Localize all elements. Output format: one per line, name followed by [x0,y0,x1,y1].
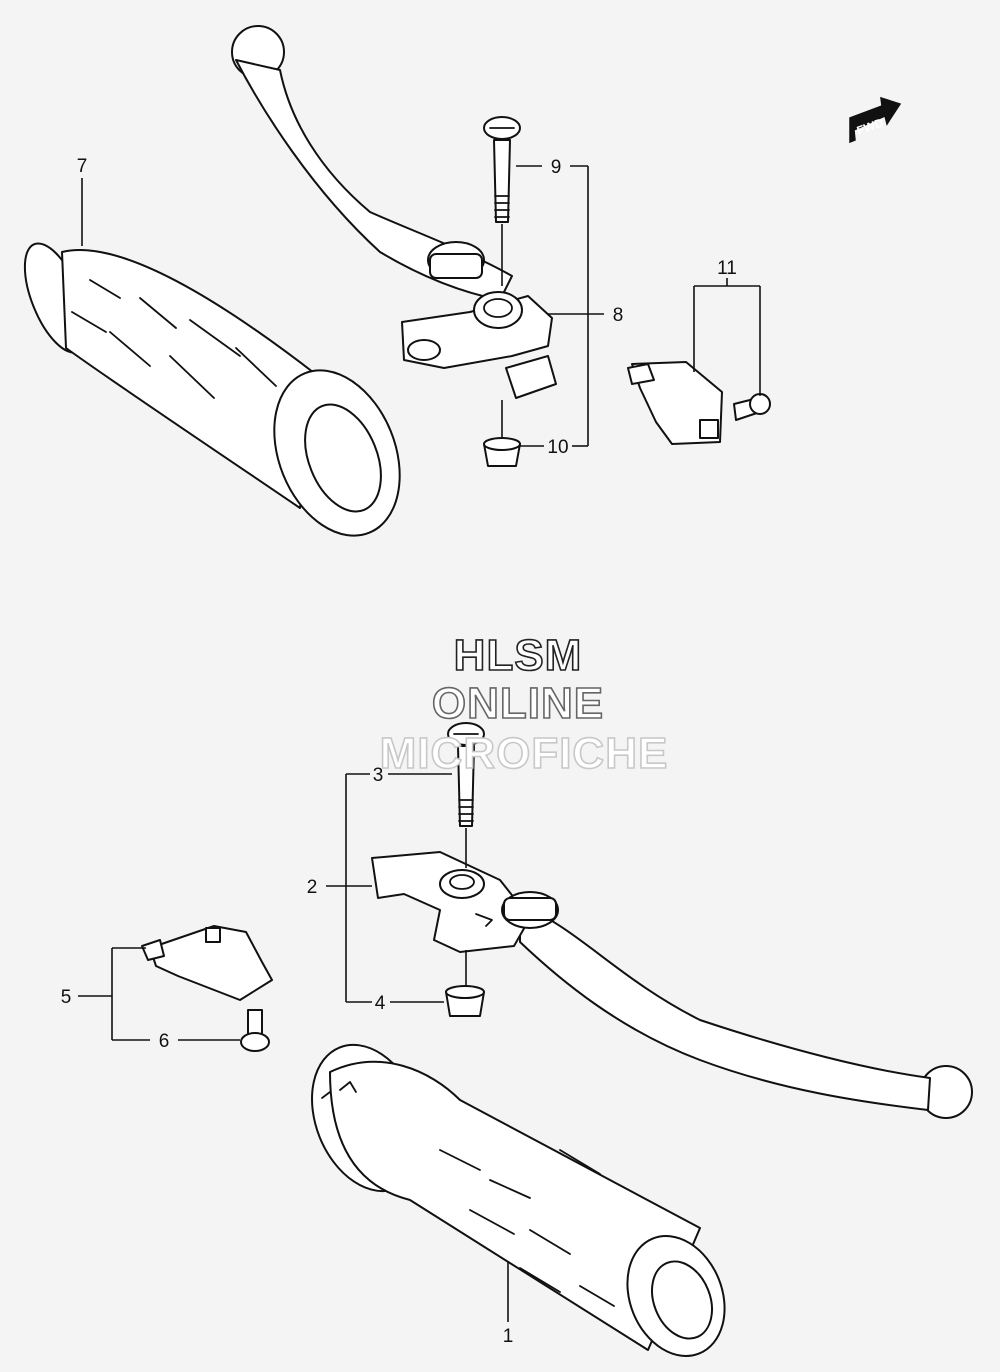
callout-10: 10 [547,437,568,458]
callout-1: 1 [503,1326,514,1347]
callout-9: 9 [551,157,562,178]
callout-2: 2 [307,877,318,898]
watermark: HLSM ONLINE MICROFICHE [379,630,669,779]
leader-lines [78,165,761,1322]
callout-8: 8 [613,305,624,326]
callout-labels: 1 2 3 4 5 6 7 8 9 10 11 [61,156,737,1347]
callout-6: 6 [159,1031,170,1052]
upper-nut [483,400,521,467]
lower-screw [240,1009,270,1052]
watermark-line1: HLSM [454,631,583,680]
left-grip [23,242,401,537]
callout-7: 7 [77,156,88,177]
upper-switch [627,361,771,445]
callout-4: 4 [375,993,386,1014]
callout-5: 5 [61,987,72,1008]
right-grip [311,1043,726,1358]
callout-3: 3 [373,765,384,786]
watermark-line3: MICROFICHE [380,729,669,778]
lower-pivot-bolt [447,722,485,868]
lower-switch [141,925,273,1001]
watermark-line2: ONLINE [432,679,604,728]
callout-11: 11 [717,258,737,279]
fwd-arrow-icon: FWD [849,96,902,144]
lower-nut [445,950,485,1017]
upper-pivot-bolt [483,116,521,286]
upper-lever [231,25,557,399]
lower-lever [371,851,973,1119]
